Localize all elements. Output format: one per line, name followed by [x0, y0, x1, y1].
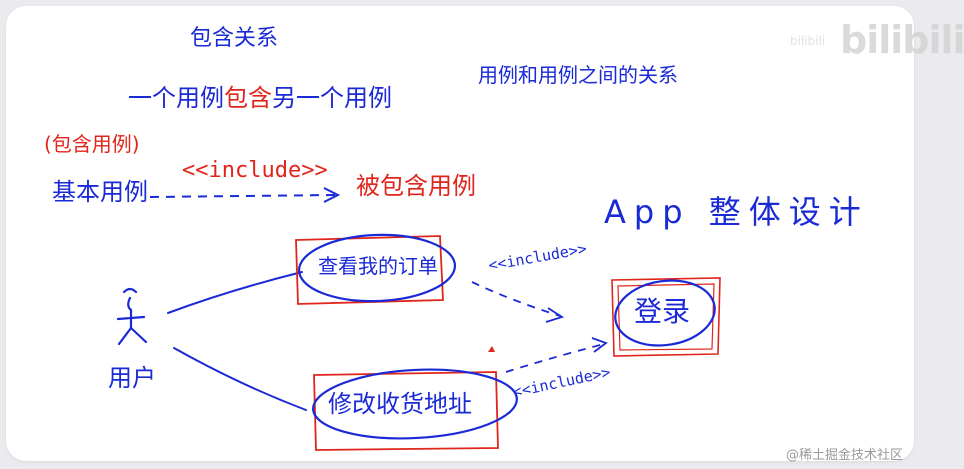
usecase-check-orders-label: 查看我的订单 — [318, 254, 438, 278]
usecase-login-shape — [611, 277, 721, 357]
watermark-bottom: @稀土掘金技术社区 — [786, 448, 904, 463]
app-title: App 整体设计 — [604, 193, 869, 231]
whiteboard-card — [6, 6, 914, 461]
actor-figure — [116, 287, 148, 346]
usecase-edit-address-label: 修改收货地址 — [328, 390, 472, 418]
subtitle-blue-2: 另一个用例 — [272, 84, 392, 112]
stray-mark — [488, 346, 495, 352]
include-arrow-bottom — [505, 337, 608, 373]
included-usecase-label: 被包含用例 — [356, 172, 476, 200]
base-usecase-label: 基本用例 — [52, 178, 148, 206]
relation-note: 用例和用例之间的关系 — [478, 63, 678, 87]
usecase-login-label: 登录 — [634, 295, 691, 328]
watermark-logo: bilibili — [840, 18, 964, 62]
diagram-title: 包含关系 — [190, 26, 279, 51]
association-lines — [167, 271, 307, 411]
subtitle-red: 包含 — [224, 84, 272, 112]
usecase-edit-address-shape — [312, 368, 518, 451]
subtitle-blue-1: 一个用例 — [128, 84, 224, 112]
usecase-check-orders-shape — [295, 233, 457, 305]
base-usecase-note: (包含用例) — [44, 132, 140, 156]
include-arrow-top — [471, 281, 565, 323]
subtitle-line: 一个用例包含另一个用例 — [128, 86, 392, 110]
legend-include-arrow — [149, 187, 341, 203]
actor-label: 用户 — [108, 364, 156, 392]
legend-include-label: <<include>> — [182, 158, 328, 183]
watermark-small: bilibili — [790, 34, 826, 48]
